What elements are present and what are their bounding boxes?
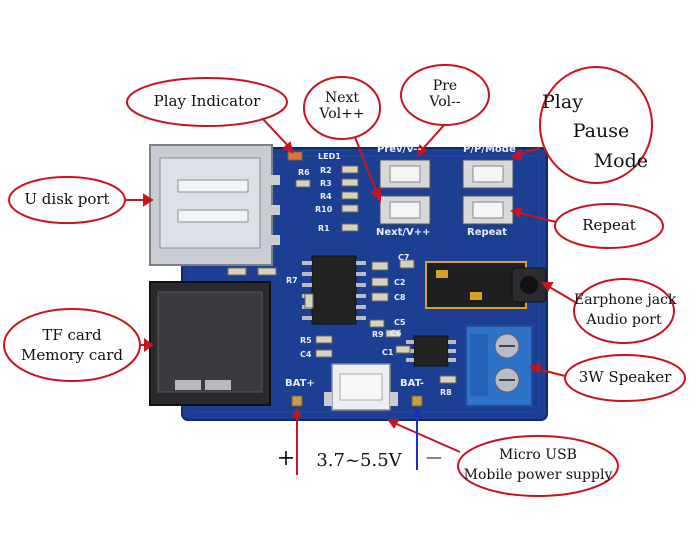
label-next-line1: Next — [324, 90, 360, 106]
screw-terminal-icon — [465, 325, 533, 407]
silk-repeat: Repeat — [467, 227, 507, 238]
label-pause-line: Pause — [572, 120, 630, 143]
arrow-repeat — [514, 211, 557, 223]
bat-pads — [291, 395, 423, 407]
audio-jack-icon — [425, 261, 547, 309]
silk-ppmode: P/P/Mode — [463, 144, 516, 155]
label-next-line2: Vol++ — [319, 106, 365, 123]
voltage-plus: + — [276, 446, 296, 471]
label-micro-usb-line1: Micro USB — [499, 447, 577, 463]
label-speaker: 3W Speaker — [578, 368, 672, 386]
callout-micro-usb — [457, 435, 619, 497]
next-button-icon — [379, 195, 431, 225]
silk-c5: C5 — [394, 318, 406, 327]
label-earphone-line2: Audio port — [586, 311, 662, 328]
label-next-vol: Next Vol++ — [304, 90, 380, 122]
silk-r10: R10 — [315, 205, 333, 214]
silk-c2: C2 — [394, 278, 406, 287]
callout-play-pause-mode — [539, 66, 653, 184]
silk-r8: R8 — [440, 388, 452, 397]
silk-c6: C6 — [390, 329, 402, 338]
silk-led1: LED1 — [318, 152, 341, 161]
callout-play-indicator — [126, 77, 288, 127]
label-u-disk: U disk port — [24, 190, 110, 208]
ppmode-button-icon — [462, 159, 514, 189]
silk-c4: C4 — [300, 350, 312, 359]
silk-r3: R3 — [320, 179, 332, 188]
silk-r2: R2 — [320, 166, 332, 175]
silk-r4: R4 — [320, 192, 332, 201]
label-pre-line1: Pre — [432, 78, 458, 94]
silk-r7: R7 — [286, 276, 298, 285]
label-earphone-line1: Earphone jack — [574, 292, 677, 308]
smd-components — [227, 151, 457, 384]
label-earphone: Earphone jack Audio port — [574, 291, 677, 330]
callout-next-vol — [303, 76, 381, 140]
silk-r1: R1 — [318, 224, 330, 233]
amp-chip-icon — [406, 335, 456, 367]
silk-c1: C1 — [382, 348, 394, 357]
label-micro-usb-line2: Mobile power supply — [463, 466, 613, 483]
arrow-micro-usb — [391, 421, 461, 453]
label-micro-usb: Micro USB Mobile power supply — [458, 446, 618, 485]
arrow-earphone — [545, 284, 576, 303]
silk-bat-minus: BAT- — [400, 378, 425, 389]
label-tf-line1: TF card — [42, 326, 102, 344]
prev-button-icon — [379, 159, 431, 189]
silk-next: Next/V++ — [376, 227, 431, 238]
label-mode-line: Mode — [593, 149, 648, 172]
silk-prev: Prev/V-- — [377, 144, 422, 155]
tf-card-slot-icon — [149, 281, 271, 406]
silk-r9: R9 — [372, 330, 384, 339]
label-tf-line2: Memory card — [20, 346, 124, 365]
callout-repeat — [554, 203, 664, 249]
silk-r6: R6 — [298, 168, 310, 177]
label-pre-vol: Pre Vol-- — [401, 78, 489, 110]
silk-r5: R5 — [300, 336, 312, 345]
silk-bat-plus: BAT+ — [285, 378, 315, 389]
main-chip-icon — [302, 255, 366, 325]
voltage-range: 3.7~5.5V — [316, 450, 402, 471]
label-play-line: Play — [542, 91, 583, 113]
callout-earphone — [573, 278, 675, 344]
label-play-pause-mode: Play Pause Mode — [540, 88, 652, 176]
arrow-pre — [419, 123, 446, 153]
label-play-indicator: Play Indicator — [153, 92, 261, 110]
repeat-button-icon — [462, 195, 514, 225]
silk-c8: C8 — [394, 293, 406, 302]
arrow-next — [354, 136, 379, 197]
label-repeat: Repeat — [582, 216, 636, 234]
label-pre-line2: Vol-- — [429, 94, 461, 111]
micro-usb-port-icon — [324, 363, 398, 411]
voltage-minus: — — [426, 447, 442, 466]
callout-speaker — [564, 354, 686, 402]
usb-a-port-icon — [149, 144, 280, 266]
silk-c7: C7 — [398, 253, 410, 262]
label-tf-card: TF card Memory card — [4, 325, 140, 366]
